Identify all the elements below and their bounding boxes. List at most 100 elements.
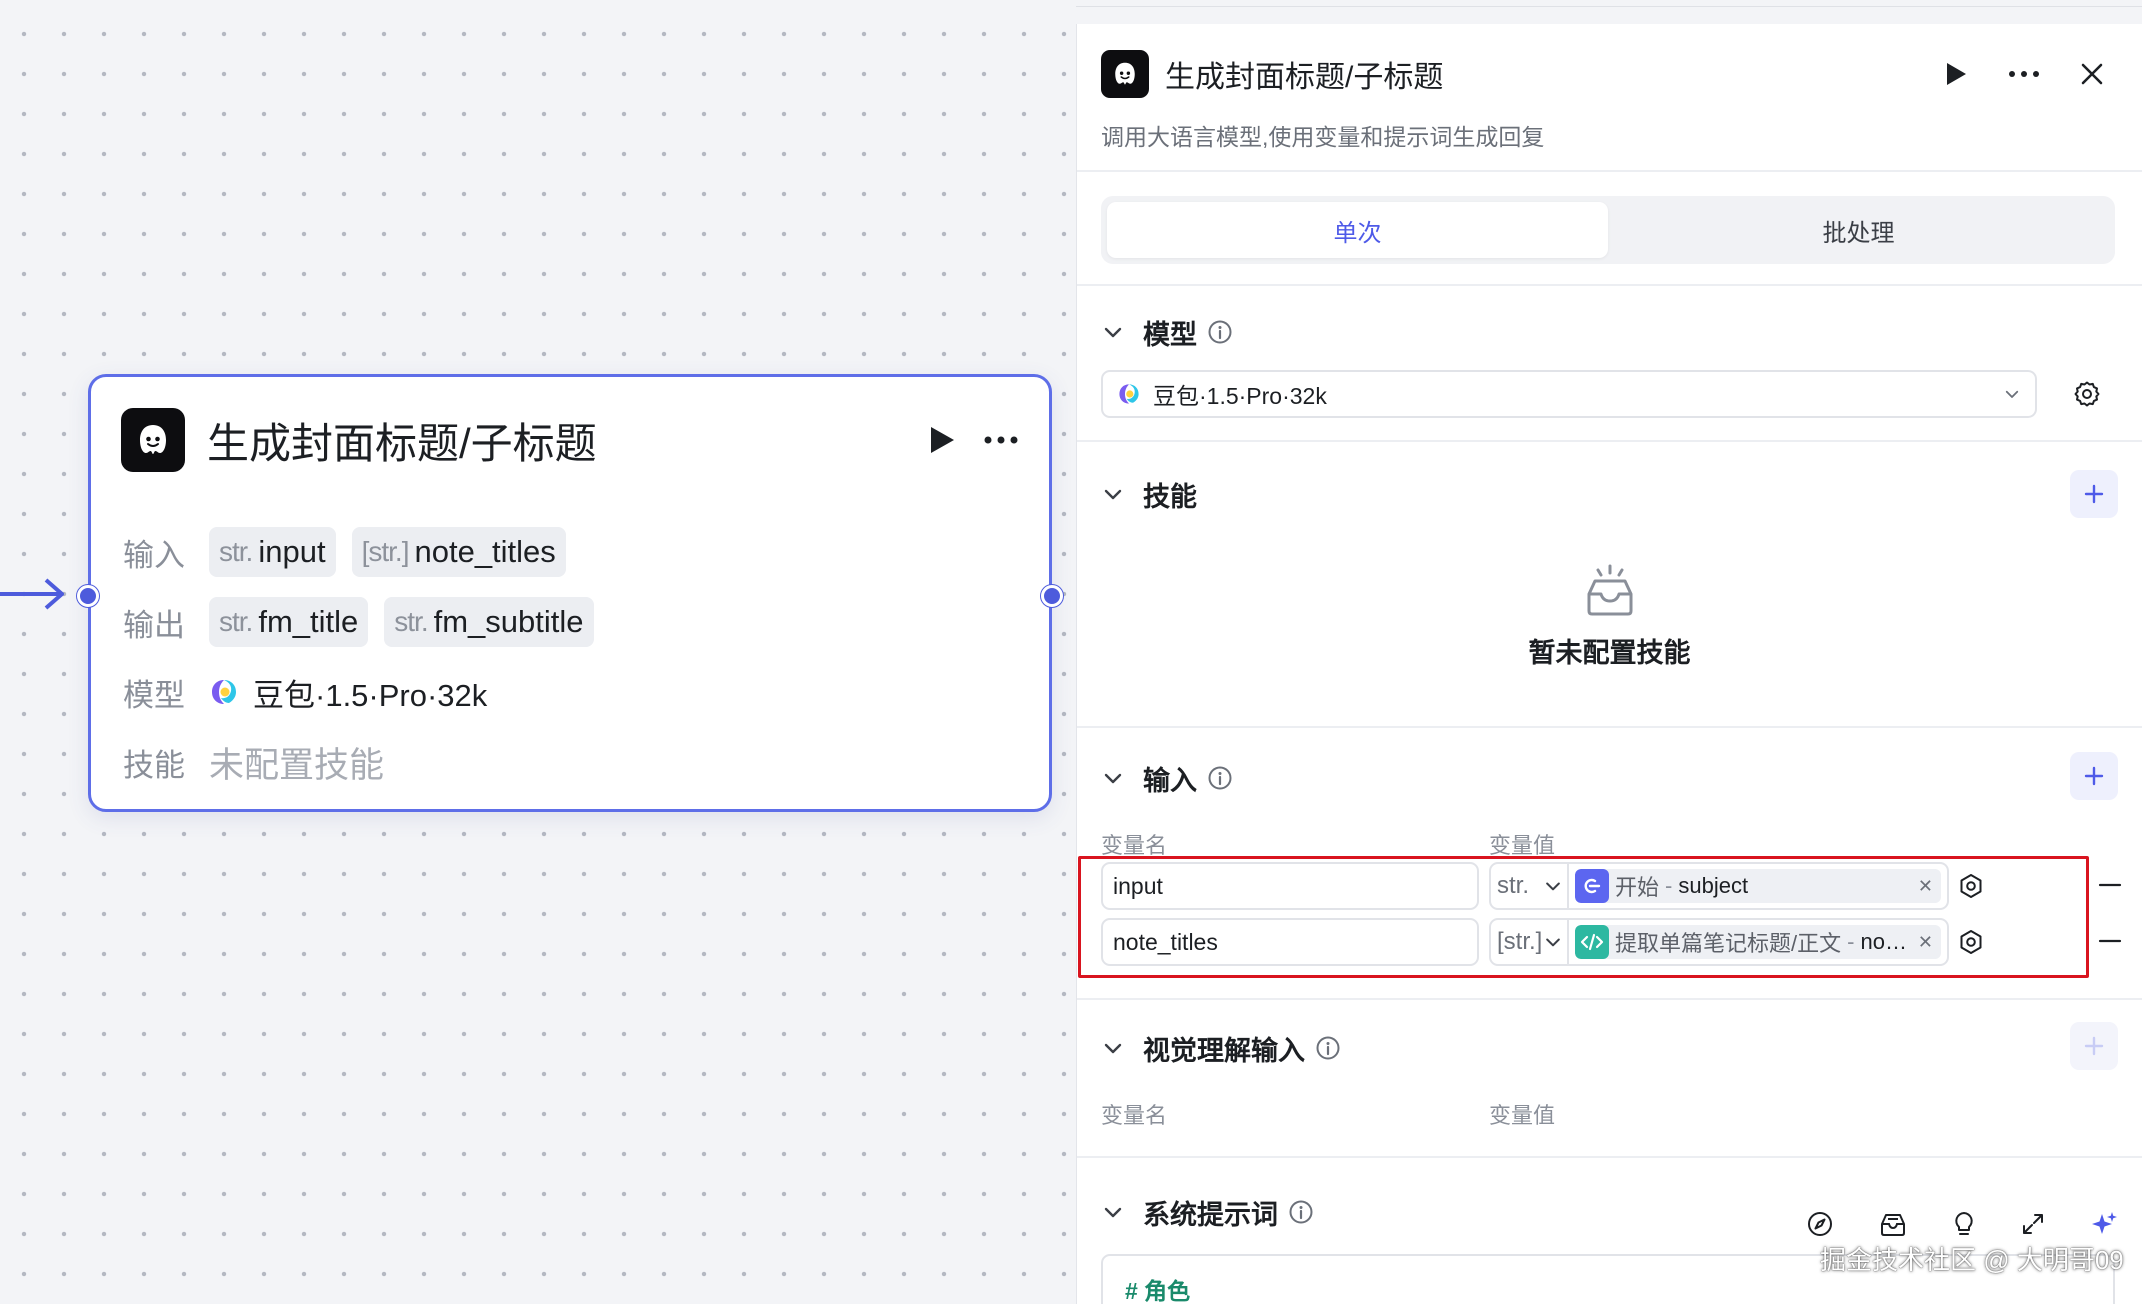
more-options-icon[interactable] bbox=[983, 435, 1019, 445]
divider bbox=[1077, 284, 2142, 286]
plus-icon bbox=[2084, 484, 2104, 504]
node-output-label: 输出 bbox=[123, 607, 185, 643]
clear-reference-icon[interactable]: ✕ bbox=[1917, 931, 1933, 952]
node-skill-label: 技能 bbox=[123, 747, 185, 783]
model-settings-gear-icon[interactable] bbox=[2073, 380, 2101, 408]
node-title: 生成封面标题/子标题 bbox=[207, 419, 597, 467]
chevron-down-icon[interactable] bbox=[1101, 766, 1125, 790]
tab-batch[interactable]: 批处理 bbox=[1822, 219, 1895, 247]
node-input-port[interactable] bbox=[77, 585, 99, 607]
panel-title: 生成封面标题/子标题 bbox=[1165, 61, 1444, 94]
ai-sparkle-icon[interactable] bbox=[2090, 1210, 2118, 1238]
plus-icon bbox=[2084, 1036, 2104, 1056]
node-input-label: 输入 bbox=[123, 537, 185, 573]
tab-single[interactable]: 单次 bbox=[1107, 202, 1608, 258]
output-var-tag: str. fm_title bbox=[209, 597, 369, 647]
node-model-label: 模型 bbox=[123, 677, 185, 713]
ref-separator: - bbox=[1665, 873, 1673, 898]
panel-description: 调用大语言模型,使用变量和提示词生成回复 bbox=[1101, 124, 1545, 150]
input-col-name-label: 变量名 bbox=[1101, 833, 1168, 858]
prompt-role-heading: # 角色 bbox=[1125, 1278, 1191, 1304]
start-node-icon bbox=[1575, 869, 1609, 903]
vision-col-name-label: 变量名 bbox=[1101, 1103, 1168, 1128]
doubao-logo-icon bbox=[1119, 384, 1139, 404]
chevron-down-icon[interactable] bbox=[1101, 1036, 1125, 1060]
info-icon[interactable] bbox=[1207, 765, 1233, 791]
remove-variable-icon[interactable] bbox=[2097, 872, 2123, 898]
chevron-down-icon[interactable] bbox=[1101, 1200, 1125, 1224]
reference-chip: 提取单篇笔记标题/正文 - note_... ✕ bbox=[1575, 925, 1941, 959]
var-value-reference[interactable]: 提取单篇笔记标题/正文 - note_... ✕ bbox=[1569, 918, 1949, 966]
add-vision-input-button[interactable] bbox=[2070, 1022, 2118, 1070]
model-select[interactable]: 豆包·1.5·Pro·32k bbox=[1101, 370, 2037, 418]
skills-empty-text: 暂未配置技能 bbox=[1528, 638, 1691, 668]
info-icon[interactable] bbox=[1315, 1035, 1341, 1061]
incoming-edge-arrow bbox=[0, 578, 64, 610]
info-icon[interactable] bbox=[1288, 1199, 1314, 1225]
var-name-label: note_titles bbox=[414, 534, 556, 569]
var-type-select[interactable]: str. bbox=[1489, 862, 1569, 910]
var-value-reference[interactable]: 开始 - subject ✕ bbox=[1569, 862, 1949, 910]
model-select-value: 豆包·1.5·Pro·32k bbox=[1153, 383, 1327, 409]
var-type-label: str. bbox=[219, 536, 253, 567]
var-name-input[interactable]: note_titles bbox=[1101, 918, 1479, 966]
node-skill-row: 技能 未配置技能 bbox=[123, 727, 1019, 797]
variable-settings-icon[interactable] bbox=[1957, 928, 1985, 956]
divider bbox=[1077, 170, 2142, 172]
var-type-value: str. bbox=[1497, 872, 1530, 899]
add-skill-button[interactable] bbox=[2070, 470, 2118, 518]
ref-node-name: 提取单篇笔记标题/正文 bbox=[1615, 931, 1842, 956]
inputs-section-header[interactable]: 输入 bbox=[1101, 758, 1233, 798]
inputs-section-title: 输入 bbox=[1143, 765, 1197, 796]
system-prompt-section-header[interactable]: 系统提示词 bbox=[1101, 1192, 1314, 1232]
divider bbox=[1077, 726, 2142, 728]
llm-node-card[interactable]: 生成封面标题/子标题 输入 str. input [str.] note_tit… bbox=[77, 374, 1063, 812]
ghost-avatar-icon bbox=[121, 408, 185, 472]
prompt-toolbar bbox=[1806, 1210, 2118, 1238]
divider bbox=[1077, 998, 2142, 1000]
expand-icon[interactable] bbox=[2020, 1211, 2046, 1237]
plus-icon bbox=[2084, 766, 2104, 786]
add-input-button[interactable] bbox=[2070, 752, 2118, 800]
lightbulb-icon[interactable] bbox=[1952, 1210, 1976, 1238]
run-node-icon[interactable] bbox=[927, 424, 957, 456]
chevron-down-icon bbox=[1546, 882, 1560, 891]
more-options-icon[interactable] bbox=[2008, 70, 2040, 78]
node-output-port[interactable] bbox=[1041, 585, 1063, 607]
close-icon[interactable] bbox=[2080, 62, 2104, 86]
model-section-header[interactable]: 模型 bbox=[1101, 312, 1233, 352]
var-name-input[interactable]: input bbox=[1101, 862, 1479, 910]
prompt-library-icon[interactable] bbox=[1878, 1210, 1908, 1238]
input-var-tag: str. input bbox=[209, 527, 336, 577]
compass-icon[interactable] bbox=[1806, 1210, 1834, 1238]
var-name-label: fm_title bbox=[258, 604, 359, 639]
var-type-label: [str.] bbox=[361, 536, 410, 567]
chevron-down-icon[interactable] bbox=[1101, 320, 1125, 344]
divider bbox=[1077, 440, 2142, 442]
var-type-value: [str.] bbox=[1497, 928, 1543, 955]
ghost-avatar-icon bbox=[1101, 50, 1149, 98]
skills-section-header[interactable]: 技能 bbox=[1101, 474, 1197, 514]
ref-node-name: 开始 bbox=[1615, 875, 1660, 900]
node-model-row: 模型 豆包·1.5·Pro·32k bbox=[123, 657, 1019, 727]
node-input-row: 输入 str. input [str.] note_titles bbox=[123, 517, 1019, 587]
run-node-icon[interactable] bbox=[1944, 61, 1968, 87]
info-icon[interactable] bbox=[1207, 319, 1233, 345]
system-prompt-editor[interactable]: # 角色 bbox=[1101, 1254, 2115, 1304]
vision-section-title: 视觉理解输入 bbox=[1143, 1035, 1305, 1066]
input-variable-row: input str. 开始 - subject ✕ bbox=[1101, 862, 2122, 910]
chevron-down-icon bbox=[1546, 938, 1560, 947]
var-type-select[interactable]: [str.] bbox=[1489, 918, 1569, 966]
skills-empty-state: 暂未配置技能 bbox=[1077, 564, 2142, 670]
chevron-down-icon[interactable] bbox=[1101, 482, 1125, 506]
output-var-tag: str. fm_subtitle bbox=[384, 597, 594, 647]
node-header: 生成封面标题/子标题 bbox=[121, 407, 1019, 473]
code-node-icon bbox=[1575, 925, 1609, 959]
variable-settings-icon[interactable] bbox=[1957, 872, 1985, 900]
doubao-logo-icon bbox=[212, 680, 236, 704]
workflow-canvas[interactable]: 生成封面标题/子标题 输入 str. input [str.] note_tit… bbox=[0, 0, 1076, 1304]
empty-box-icon bbox=[1587, 564, 1632, 616]
remove-variable-icon[interactable] bbox=[2097, 928, 2123, 954]
clear-reference-icon[interactable]: ✕ bbox=[1917, 875, 1933, 896]
vision-section-header[interactable]: 视觉理解输入 bbox=[1101, 1028, 1341, 1068]
